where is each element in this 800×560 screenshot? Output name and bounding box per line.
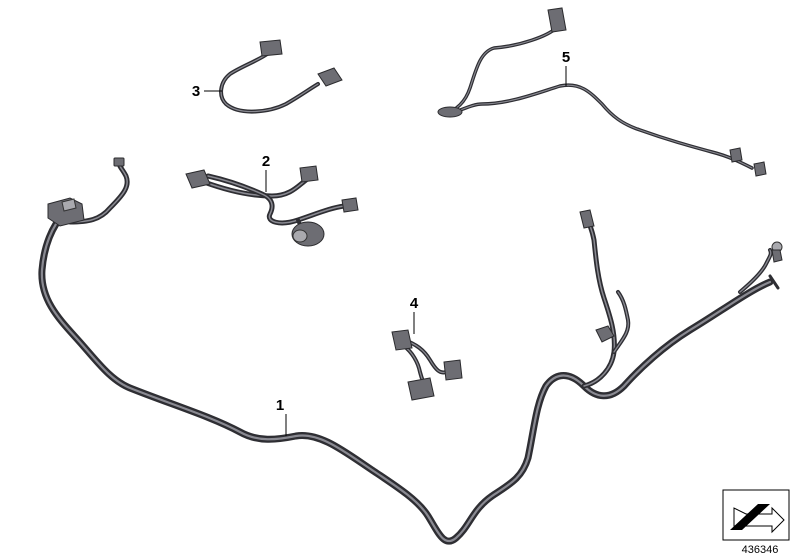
part-1-main-harness[interactable] xyxy=(38,157,783,545)
callout-3: 3 xyxy=(192,83,222,100)
callout-2: 2 xyxy=(262,153,270,192)
callout-1: 1 xyxy=(276,397,287,436)
part-5-sensor-cable[interactable] xyxy=(437,7,767,177)
part-4-short-adapter[interactable] xyxy=(391,329,463,401)
part-2-adapter-harness[interactable] xyxy=(185,165,359,247)
reference-number: 436346 xyxy=(742,544,779,556)
callout-4: 4 xyxy=(410,295,419,334)
part-3-loop-cable[interactable] xyxy=(219,39,343,114)
callout-5: 5 xyxy=(562,49,570,86)
arrow-direction-icon xyxy=(722,489,790,541)
callout-label-1: 1 xyxy=(276,397,284,414)
callout-label-3: 3 xyxy=(192,83,200,100)
callout-label-5: 5 xyxy=(562,49,570,66)
callout-label-2: 2 xyxy=(262,153,270,170)
callout-label-4: 4 xyxy=(410,295,419,312)
